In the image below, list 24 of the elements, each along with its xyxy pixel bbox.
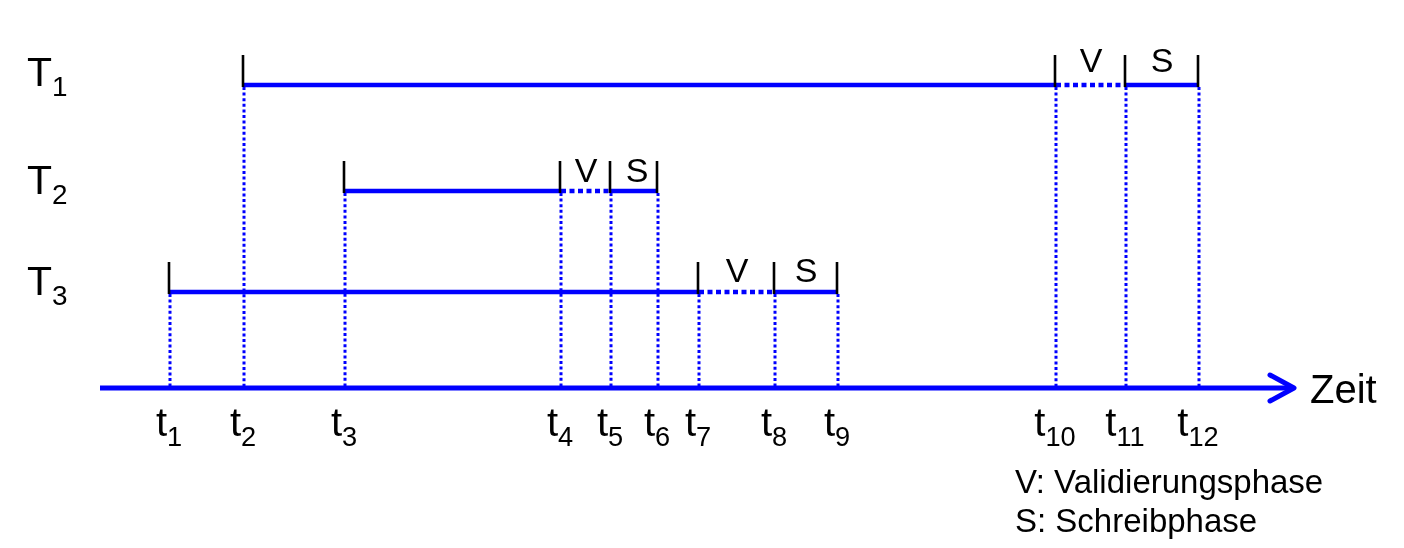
phase-label: V xyxy=(1079,39,1103,81)
key-text: S: Schreibphase xyxy=(1015,500,1258,541)
axis-title: Zeit xyxy=(1310,366,1377,414)
tick-label: t$_{2}$ xyxy=(229,399,257,454)
tick-label: t$_{3}$ xyxy=(330,399,358,454)
tick-label: t$_{9}$ xyxy=(823,399,851,454)
tick-label: t$_{5}$ xyxy=(596,399,624,454)
phase-label: S xyxy=(1150,39,1174,81)
tick-label: t$_{10}$ xyxy=(1034,399,1076,454)
tick-label: t$_{11}$ xyxy=(1105,399,1145,454)
transaction-label: T$_{2}$ xyxy=(27,156,68,212)
transaction-label: T$_{1}$ xyxy=(27,48,68,104)
tick-label: t$_{8}$ xyxy=(760,399,788,454)
tick-label: t$_{1}$ xyxy=(155,399,183,454)
phase-label: V xyxy=(574,149,598,191)
phase-label: V xyxy=(725,249,749,291)
tick-label: t$_{6}$ xyxy=(643,399,671,454)
tick-label: t$_{7}$ xyxy=(684,399,712,454)
phase-label: S xyxy=(794,249,818,291)
key-text: V: Validierungsphase xyxy=(1015,461,1324,502)
tick-label: t$_{4}$ xyxy=(546,399,574,454)
phase-label: S xyxy=(625,149,649,191)
tick-label: t$_{12}$ xyxy=(1177,399,1219,454)
transaction-label: T$_{3}$ xyxy=(27,257,68,313)
